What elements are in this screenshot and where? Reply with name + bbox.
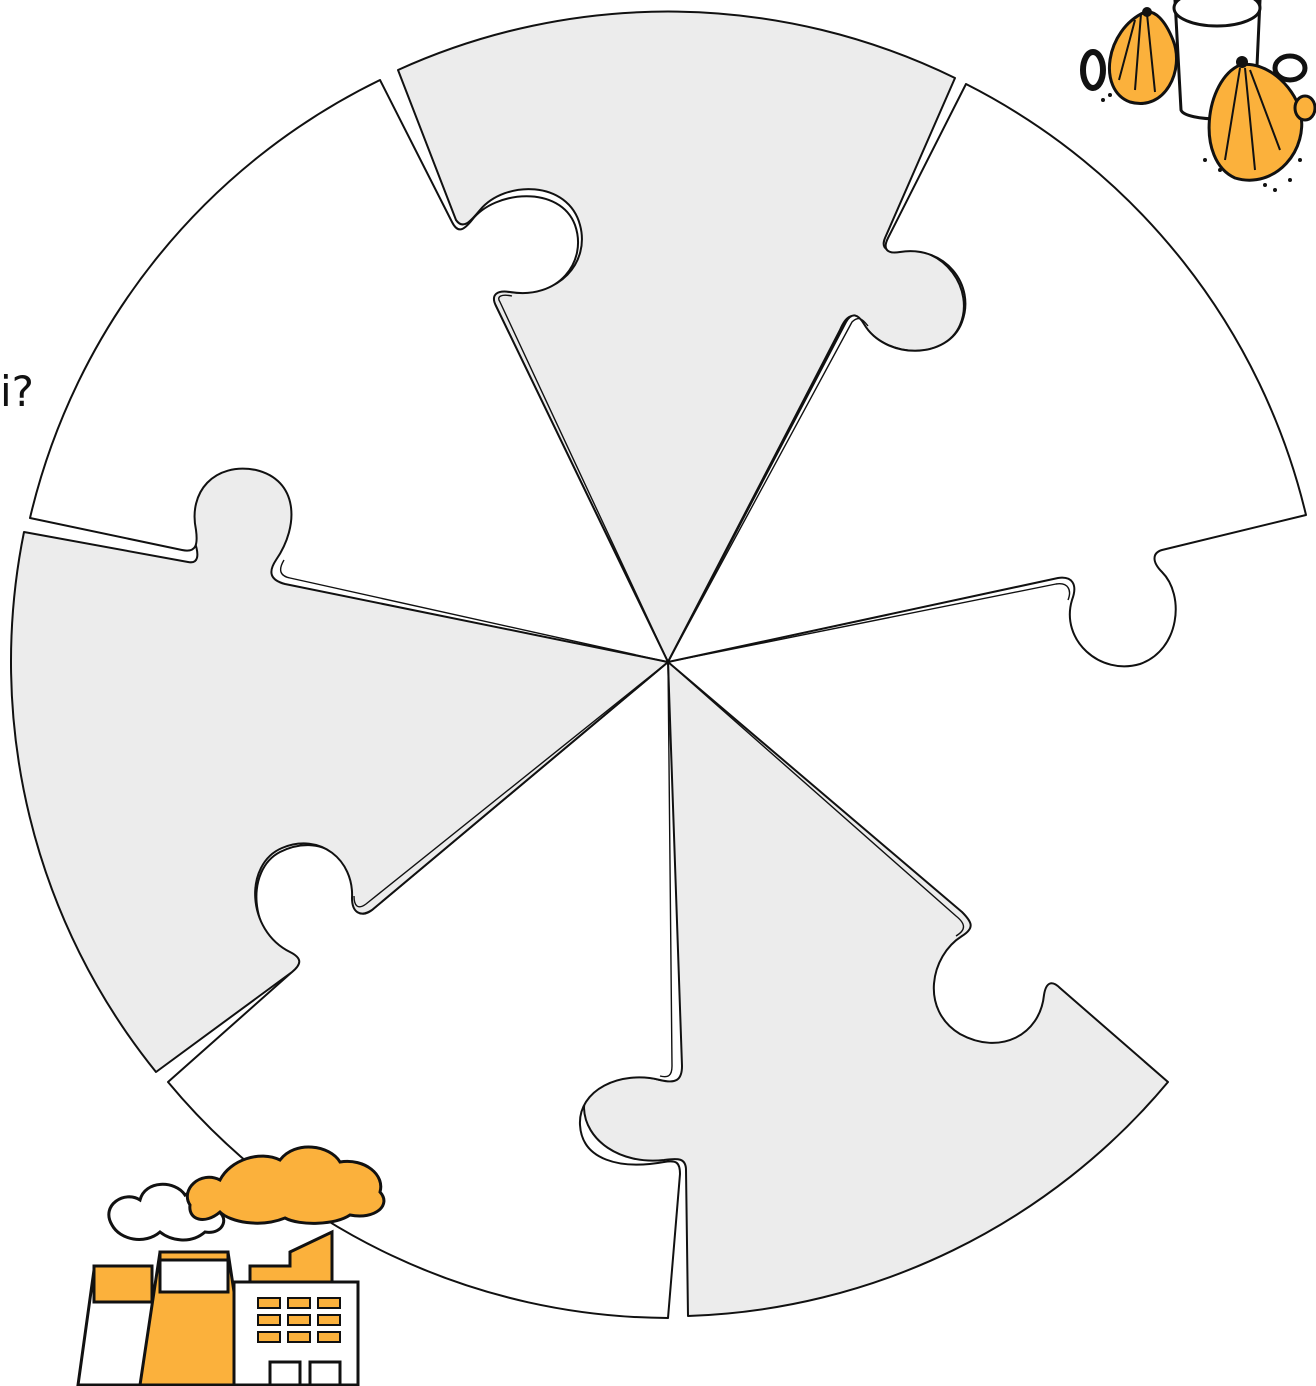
balloons-and-cup-icon xyxy=(1080,0,1316,192)
puzzle-piece-upper-right xyxy=(667,83,1307,668)
factory-pollution-icon xyxy=(76,1145,386,1386)
puzzle-piece-upper-left xyxy=(29,79,669,663)
puzzle-circle xyxy=(9,10,1307,1319)
cut-off-question-text: i? xyxy=(0,367,34,416)
seam-outlines xyxy=(279,294,1071,1078)
